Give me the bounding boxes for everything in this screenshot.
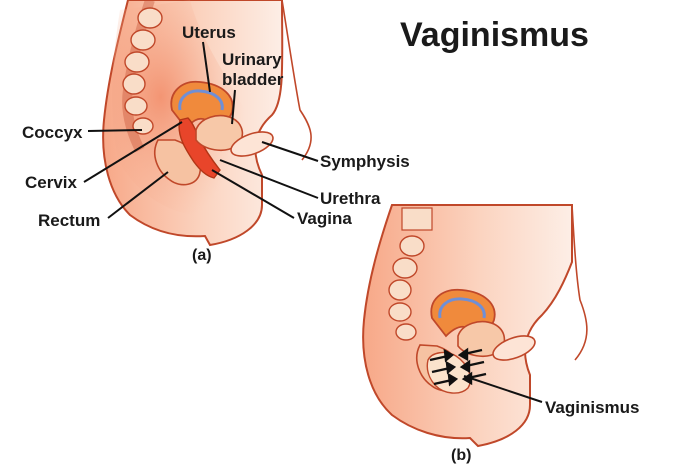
vagina-a <box>178 117 221 179</box>
label-rectum: Rectum <box>38 211 100 230</box>
leader-vaginismus <box>463 375 543 403</box>
label-urinary-bladder-line2: bladder <box>222 70 284 89</box>
symphysis-a <box>230 131 274 157</box>
panel-a: Uterus Urinary bladder Coccyx Cervix Rec… <box>22 0 410 264</box>
uterus-lining-a <box>178 89 224 111</box>
label-symphysis: Symphysis <box>320 152 410 171</box>
symphysis-b <box>492 335 536 361</box>
spine-b <box>388 207 433 341</box>
abdomen-outline-a <box>281 0 312 161</box>
diagram-title: Vaginismus <box>400 16 589 54</box>
uterus-lining-b <box>438 297 486 319</box>
label-cervix: Cervix <box>25 173 78 192</box>
label-coccyx: Coccyx <box>22 123 83 142</box>
panel-b: Vaginismus (b) <box>362 204 639 464</box>
bladder-b <box>457 320 506 358</box>
label-urinary-bladder-line1: Urinary <box>222 50 282 69</box>
caption-a: (a) <box>192 247 212 264</box>
label-vagina: Vagina <box>297 209 352 228</box>
label-vaginismus: Vaginismus <box>545 398 639 417</box>
abdomen-outline-b <box>571 204 588 361</box>
label-uterus: Uterus <box>182 23 236 42</box>
leader-lines-a <box>83 41 319 219</box>
label-urethra: Urethra <box>320 189 381 208</box>
spine-a <box>122 0 163 153</box>
caption-b: (b) <box>451 447 471 464</box>
bladder-a <box>195 114 244 152</box>
